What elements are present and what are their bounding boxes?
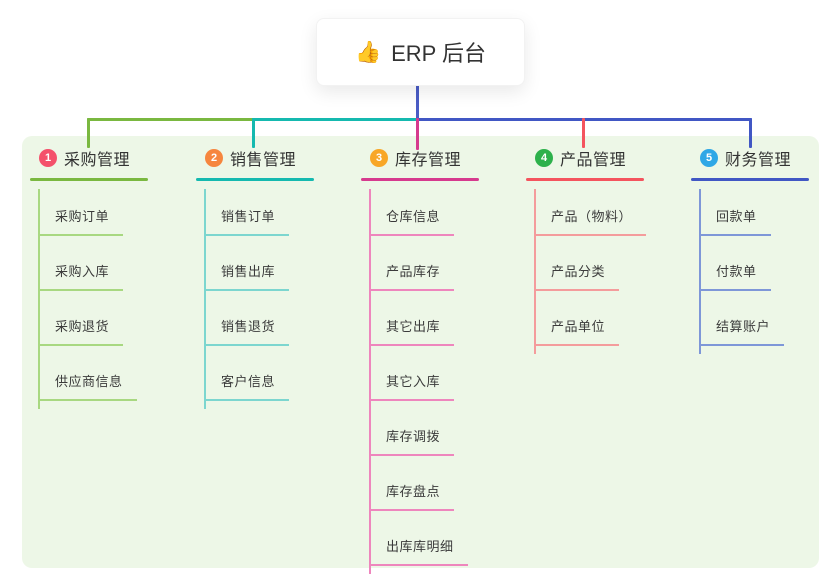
branch-underline <box>30 178 148 181</box>
child-node[interactable]: 销售订单 <box>204 181 352 236</box>
branch-column-2: 2 销售管理销售订单销售出库销售退货客户信息 <box>196 146 352 409</box>
branch-underline <box>691 178 809 181</box>
branch-number-badge: 3 <box>370 149 388 167</box>
child-node[interactable]: 仓库信息 <box>369 181 517 236</box>
child-node[interactable]: 结算账户 <box>699 291 839 346</box>
child-node[interactable]: 采购订单 <box>38 181 186 236</box>
branch-label: 产品管理 <box>560 152 627 169</box>
branch-node[interactable]: 5 财务管理 <box>691 146 839 170</box>
connector-line <box>416 84 419 121</box>
child-node[interactable]: 产品分类 <box>534 236 682 291</box>
child-node-label: 结算账户 <box>699 316 785 346</box>
child-node-label: 产品分类 <box>534 261 620 291</box>
branch-number-badge: 5 <box>700 149 718 167</box>
child-node-label: 库存调拨 <box>369 426 455 456</box>
child-node[interactable]: 供应商信息 <box>38 346 186 401</box>
branch-label: 采购管理 <box>64 152 131 169</box>
branch-children-connector <box>204 189 206 409</box>
branch-label: 库存管理 <box>395 152 462 169</box>
branch-children-connector <box>534 189 536 354</box>
branch-number-badge: 1 <box>39 149 57 167</box>
child-node-label: 采购入库 <box>38 261 124 291</box>
child-node-label: 库存盘点 <box>369 481 455 511</box>
child-node-label: 产品库存 <box>369 261 455 291</box>
child-node[interactable]: 其它入库 <box>369 346 517 401</box>
child-node[interactable]: 回款单 <box>699 181 839 236</box>
connector-line <box>749 118 752 148</box>
child-node[interactable]: 产品（物料） <box>534 181 682 236</box>
child-node-label: 付款单 <box>699 261 771 291</box>
connector-line <box>252 118 419 121</box>
branch-column-5: 5 财务管理回款单付款单结算账户 <box>691 146 839 354</box>
branch-number-badge: 4 <box>535 149 553 167</box>
child-node-label: 出库库明细 <box>369 536 468 566</box>
child-node[interactable]: 产品库存 <box>369 236 517 291</box>
child-node-label: 产品单位 <box>534 316 620 346</box>
child-node-label: 仓库信息 <box>369 206 455 236</box>
branch-children: 仓库信息产品库存其它出库其它入库库存调拨库存盘点出库库明细 <box>369 181 517 566</box>
branch-children: 产品（物料） 产品分类产品单位 <box>534 181 682 346</box>
child-node[interactable]: 付款单 <box>699 236 839 291</box>
branch-column-4: 4 产品管理产品（物料） 产品分类产品单位 <box>526 146 682 354</box>
child-node-label: 销售出库 <box>204 261 290 291</box>
branches-panel: 1 采购管理采购订单采购入库采购退货供应商信息 2 销售管理销售订单销售出库销售退货客… <box>22 136 819 574</box>
child-node-label: 产品（物料） <box>534 206 647 236</box>
child-node[interactable]: 其它出库 <box>369 291 517 346</box>
branch-node[interactable]: 3 库存管理 <box>361 146 517 170</box>
connector-line <box>416 118 419 150</box>
branch-node[interactable]: 4 产品管理 <box>526 146 682 170</box>
child-node-label: 其它入库 <box>369 371 455 401</box>
child-node[interactable]: 出库库明细 <box>369 511 517 566</box>
child-node[interactable]: 销售出库 <box>204 236 352 291</box>
child-node-label: 客户信息 <box>204 371 290 401</box>
connector-line <box>87 118 255 121</box>
child-node[interactable]: 库存盘点 <box>369 456 517 511</box>
child-node-label: 其它出库 <box>369 316 455 346</box>
branch-children-connector <box>38 189 40 409</box>
connector-line <box>252 118 255 148</box>
branch-node[interactable]: 1 采购管理 <box>30 146 186 170</box>
connector-line <box>87 118 90 148</box>
child-node-label: 回款单 <box>699 206 771 236</box>
thumbs-up-icon: 👍 <box>354 40 382 64</box>
child-node[interactable]: 产品单位 <box>534 291 682 346</box>
branch-number-badge: 2 <box>205 149 223 167</box>
connector-line <box>582 118 585 148</box>
child-node[interactable]: 销售退货 <box>204 291 352 346</box>
child-node-label: 销售订单 <box>204 206 290 236</box>
branch-label: 销售管理 <box>230 152 297 169</box>
root-node[interactable]: 👍 ERP 后台 <box>316 18 525 86</box>
child-node[interactable]: 采购入库 <box>38 236 186 291</box>
branch-underline <box>196 178 314 181</box>
child-node[interactable]: 采购退货 <box>38 291 186 346</box>
child-node-label: 销售退货 <box>204 316 290 346</box>
branch-underline <box>361 178 479 181</box>
branch-children-connector <box>699 189 701 354</box>
child-node-label: 采购订单 <box>38 206 124 236</box>
branch-children: 回款单付款单结算账户 <box>699 181 839 346</box>
branch-underline <box>526 178 644 181</box>
branch-children: 采购订单采购入库采购退货供应商信息 <box>38 181 186 401</box>
branch-node[interactable]: 2 销售管理 <box>196 146 352 170</box>
branch-label: 财务管理 <box>725 152 792 169</box>
root-node-label: ERP 后台 <box>391 41 487 66</box>
branch-column-1: 1 采购管理采购订单采购入库采购退货供应商信息 <box>30 146 186 409</box>
child-node-label: 采购退货 <box>38 316 124 346</box>
branch-column-3: 3 库存管理仓库信息产品库存其它出库其它入库库存调拨库存盘点出库库明细 <box>361 146 517 574</box>
child-node[interactable]: 库存调拨 <box>369 401 517 456</box>
branch-children: 销售订单销售出库销售退货客户信息 <box>204 181 352 401</box>
branch-children-connector <box>369 189 371 574</box>
child-node-label: 供应商信息 <box>38 371 137 401</box>
child-node[interactable]: 客户信息 <box>204 346 352 401</box>
